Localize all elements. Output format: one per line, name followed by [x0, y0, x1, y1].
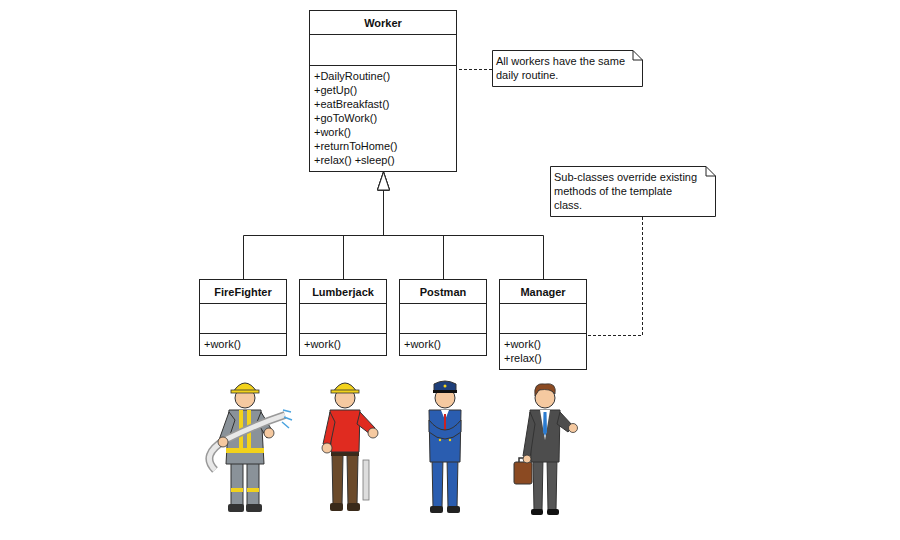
method-list: +DailyRoutine() +getUp() +eatBreakfast()…: [314, 69, 397, 167]
firefighter-figure: [209, 383, 292, 512]
note-border: [493, 51, 643, 87]
method-list: +work(): [404, 337, 441, 351]
generalization-arrowhead: [378, 172, 390, 190]
inheritance-line: [244, 190, 384, 279]
note-text: Sub-classes override existing methods of…: [550, 166, 716, 217]
class-box: Lumberjack +work(): [299, 279, 387, 356]
attribute-compartment: [200, 303, 286, 333]
note: All workers have the same daily routine.: [492, 50, 643, 87]
note-link: [457, 69, 492, 70]
method-list: +work(): [304, 337, 341, 351]
generalization-arrowhead: [378, 172, 390, 190]
inheritance-line: [384, 190, 544, 279]
inheritance-line: [384, 190, 444, 279]
generalization-arrowhead: [378, 172, 390, 190]
generalization-arrowhead: [378, 172, 390, 190]
class-box: FireFighter +work(): [199, 279, 287, 356]
note-fold: [633, 51, 643, 61]
class-box: Worker +DailyRoutine() +getUp() +eatBreak…: [309, 10, 457, 172]
note-text: All workers have the same daily routine.: [492, 50, 643, 87]
class-name: Postman: [400, 280, 486, 303]
attribute-compartment: [300, 303, 386, 333]
note: Sub-classes override existing methods of…: [550, 166, 716, 217]
postman-figure: [429, 381, 461, 513]
note-fold: [706, 167, 716, 177]
method-compartment: +work(): [200, 333, 286, 355]
class-name: Manager: [500, 280, 586, 303]
method-compartment: +work(): [300, 333, 386, 355]
method-list: +work(): [204, 337, 241, 351]
attribute-compartment: [400, 303, 486, 333]
method-list: +work() +relax(): [504, 337, 542, 365]
lumberjack-figure: [322, 383, 378, 511]
method-compartment: +DailyRoutine() +getUp() +eatBreakfast()…: [310, 65, 456, 171]
manager-figure: [514, 384, 578, 515]
class-name: Worker: [310, 11, 456, 34]
method-compartment: +work(): [400, 333, 486, 355]
note-border: [551, 167, 716, 217]
class-box: Manager +work() +relax(): [499, 279, 587, 370]
note-link: [587, 217, 643, 336]
class-name: Lumberjack: [300, 280, 386, 303]
method-compartment: +work() +relax(): [500, 333, 586, 369]
attribute-compartment: [310, 34, 456, 65]
class-box: Postman +work(): [399, 279, 487, 356]
attribute-compartment: [500, 303, 586, 333]
class-name: FireFighter: [200, 280, 286, 303]
inheritance-line: [344, 190, 384, 279]
